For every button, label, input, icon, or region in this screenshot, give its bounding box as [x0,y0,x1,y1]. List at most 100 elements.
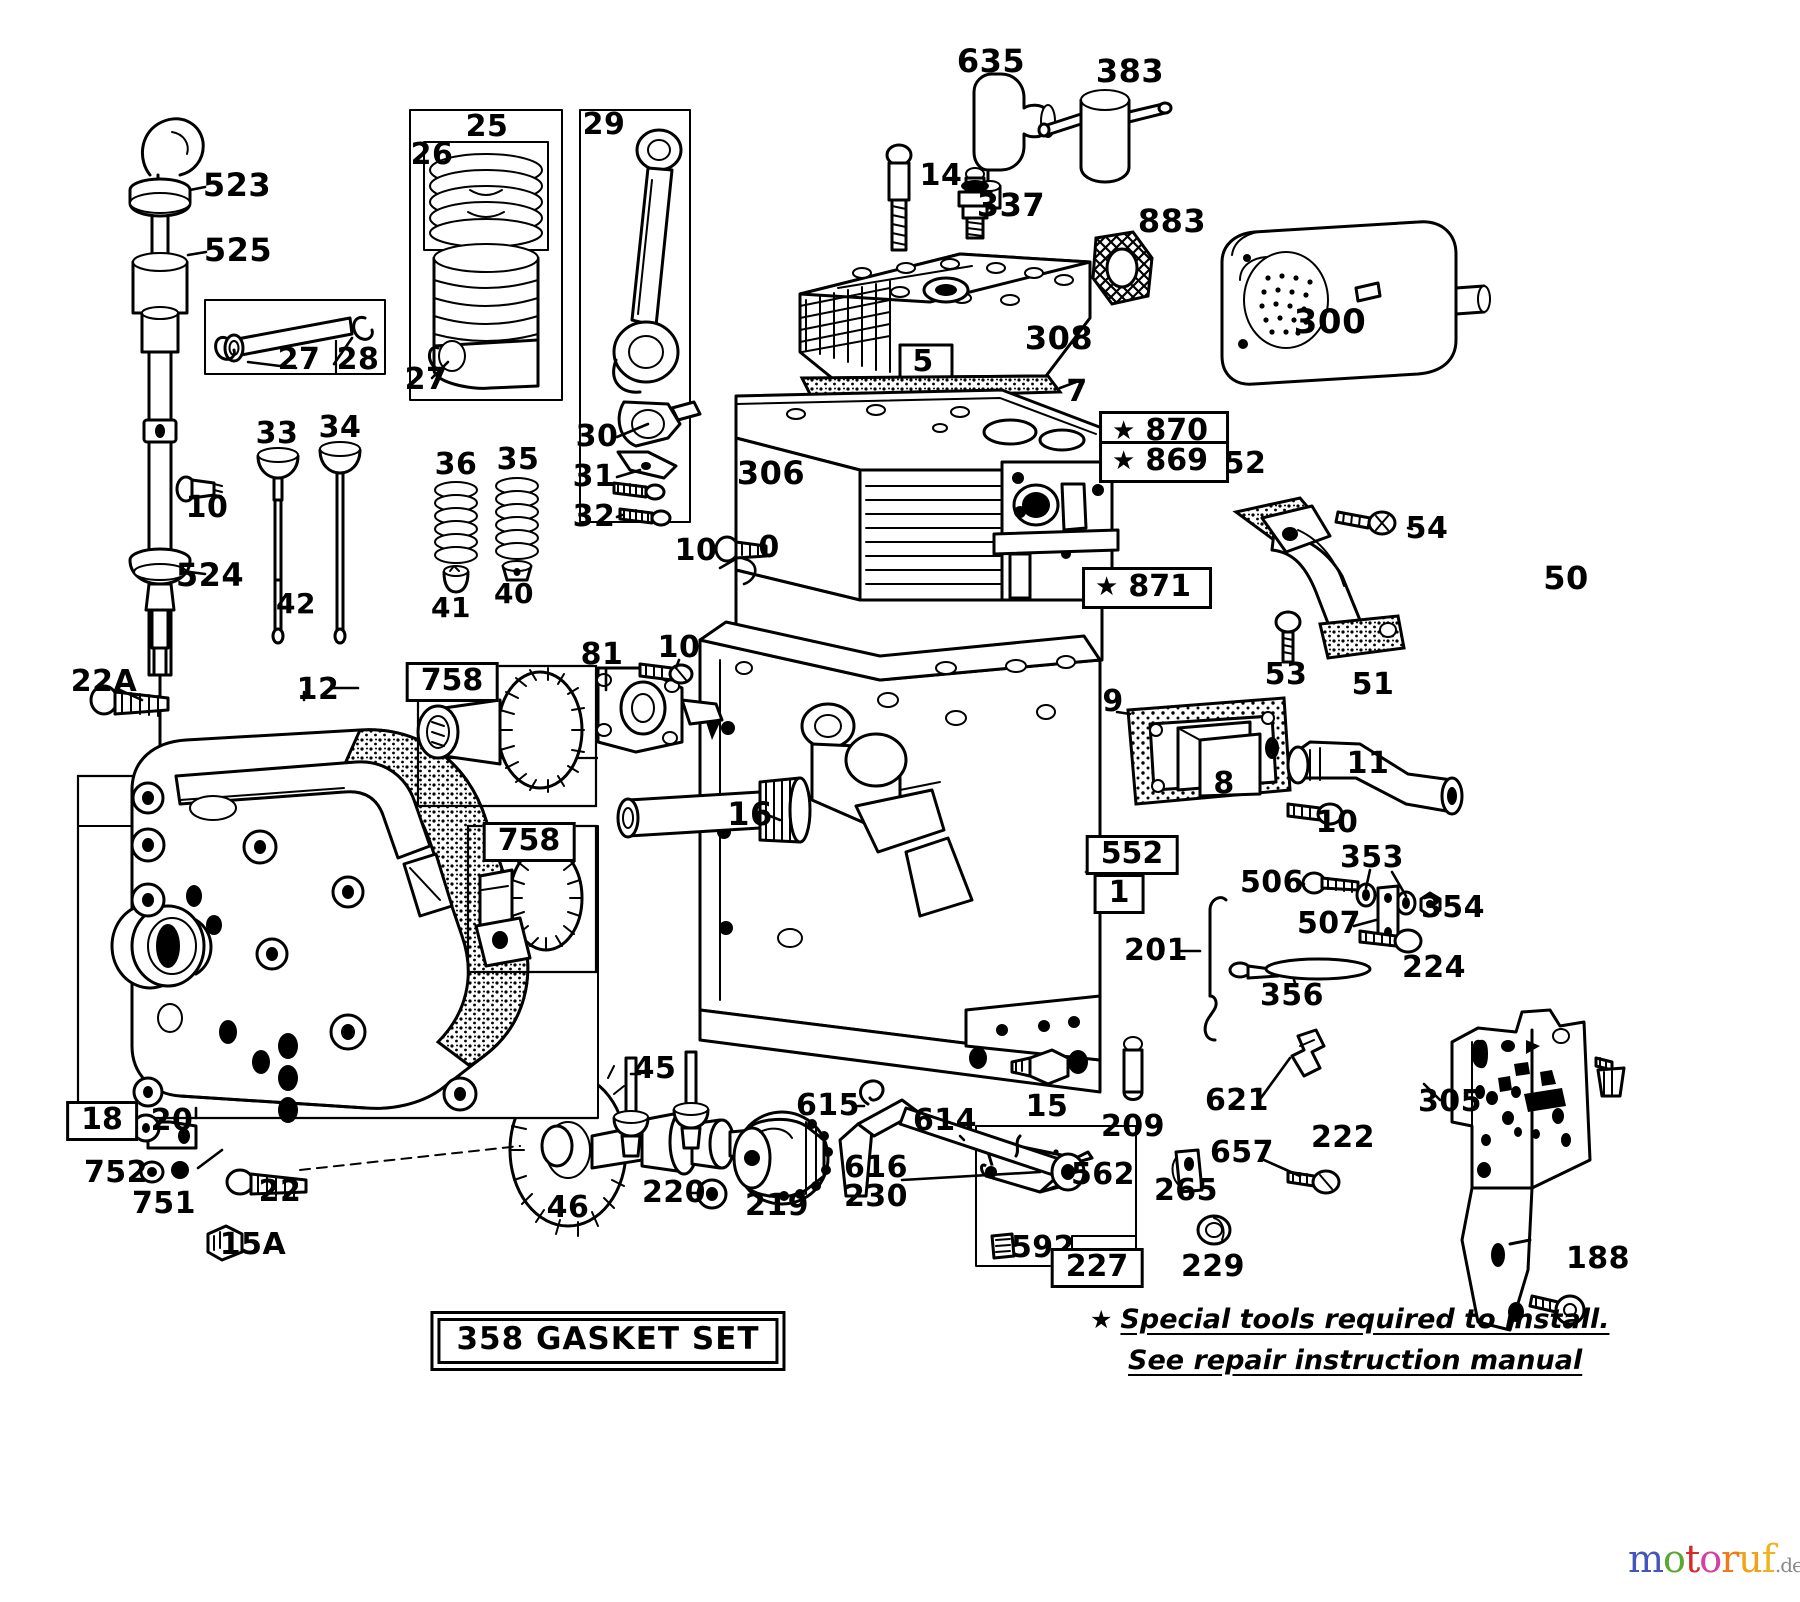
part-callout-16: 16 [727,795,773,833]
part-callout-300: 300 [1293,302,1367,342]
part-callout-615: 615 [795,1088,861,1123]
intake-elbow-50 [1232,496,1414,664]
watermark-letter-4: r [1721,1537,1739,1581]
valve-spring-36 [434,481,478,594]
star-callout-text: 871 [1128,569,1191,604]
boxed-callout-758b: 758 [482,822,576,862]
part-callout-383: 383 [1095,52,1165,90]
part-callout-20: 20 [150,1103,194,1138]
part-callout-22A: 22A [70,664,138,699]
dipstick-assembly [128,117,208,1150]
part-callout-222: 222 [1310,1120,1376,1155]
part-callout-50: 50 [1543,559,1589,597]
connecting-rod-box [579,109,702,527]
wing-nut-383 [1037,89,1173,184]
part-callout-614: 614 [912,1103,978,1138]
part-callout-524: 524 [175,556,245,594]
boxed-callout-227: 227 [1050,1248,1144,1288]
internal-crank [800,702,974,918]
part-callout-265: 265 [1153,1173,1219,1208]
part-callout-523: 523 [202,166,272,204]
part-callout-7: 7 [1066,374,1088,409]
oil-pump-758-b [466,824,598,974]
part-callout-14: 14 [919,158,963,193]
part-callout-308: 308 [1024,319,1094,357]
part-callout-229: 229 [1180,1249,1246,1284]
part-callout-51: 51 [1351,667,1395,702]
part-callout-27a: 27 [277,342,321,377]
watermark-letter-6: f [1761,1537,1776,1581]
screw-10-block [714,535,768,563]
part-callout-883: 883 [1137,202,1207,240]
part-callout-31: 31 [572,459,616,494]
footnote-text-2: See repair instruction manual [1128,1344,1583,1376]
part-callout-29: 29 [582,107,626,142]
watermark-motoruf: motoruf.de [1628,1540,1800,1578]
watermark-letter-2: t [1684,1537,1700,1581]
part-callout-54: 54 [1405,511,1449,546]
watermark-letter-1: o [1663,1537,1686,1581]
hardware-cluster [1296,868,1442,954]
control-bracket-222 [1171,1008,1626,1332]
gasket-set-banner: 358 GASKET SET [430,1311,786,1371]
muffler-300 [1220,220,1491,386]
bolt-10-left [175,475,223,503]
piston-rings [429,153,543,248]
cylinder-head-308 [798,252,1092,400]
part-callout-28: 28 [336,342,380,377]
star-icon: ★ [1095,572,1119,602]
part-callout-36: 36 [434,447,478,482]
part-callout-9: 9 [1102,684,1124,719]
screw-22A [89,684,170,717]
watermark-letter-3: o [1699,1537,1722,1581]
part-callout-5: 5 [912,344,934,379]
part-callout-230: 230 [843,1179,909,1214]
governor-rod-201 [1178,896,1228,1042]
part-callout-32: 32 [572,499,616,534]
oil-plug-15A [206,1224,244,1262]
breather-81 [596,658,724,754]
muffler-gasket-883 [1091,230,1154,306]
part-callout-11: 11 [1346,746,1390,781]
part-callout-15A: 15A [219,1227,287,1262]
boxed-callout-552: 552 [1085,835,1179,875]
head-bolt-14 [885,143,913,252]
part-callout-35: 35 [496,442,540,477]
part-callout-562: 562 [1070,1157,1136,1192]
crankcase-cover-12 [76,684,599,1199]
part-callout-34: 34 [318,410,362,445]
part-callout-42: 42 [276,587,316,620]
governor-arm-616 [838,1079,1086,1198]
part-callout-306: 306 [736,454,806,492]
part-callout-188: 188 [1565,1241,1631,1276]
star-callout-text: 870 [1145,413,1208,448]
part-callout-224: 224 [1401,950,1467,985]
part-callout-635: 635 [956,42,1026,80]
part-callout-616: 616 [843,1150,909,1185]
part-callout-356: 356 [1259,978,1325,1013]
part-callout-26: 26 [410,137,454,172]
part-callout-525: 525 [203,231,273,269]
spring-209 [1122,1036,1144,1101]
spark-plug-337 [957,167,993,240]
part-callout-305: 305 [1417,1084,1483,1119]
star-icon: ★ [1112,446,1136,476]
footnote: ★Special tools required to install. See … [1090,1300,1610,1381]
part-callout-41: 41 [431,591,471,624]
footnote-line-1: ★Special tools required to install. [1090,1300,1610,1341]
part-callout-53: 53 [1264,657,1308,692]
star-callout-871: ★ 871 [1082,567,1212,609]
part-callout-0: 0 [758,530,780,565]
part-callout-337: 337 [976,186,1046,224]
oil-pump-758-a [416,664,598,808]
part-callout-8: 8 [1213,766,1235,801]
valve-spring-35 [495,477,539,582]
footnote-line-2: See repair instruction manual [1128,1341,1610,1382]
part-callout-621: 621 [1204,1083,1270,1118]
part-callout-10d: 10 [1315,805,1359,840]
part-callout-657: 657 [1209,1135,1275,1170]
ignition-coil-9 [1115,696,1464,826]
part-callout-353: 353 [1339,840,1405,875]
boxed-callout-1: 1 [1093,874,1145,914]
oil-pump-219 [732,1110,833,1206]
